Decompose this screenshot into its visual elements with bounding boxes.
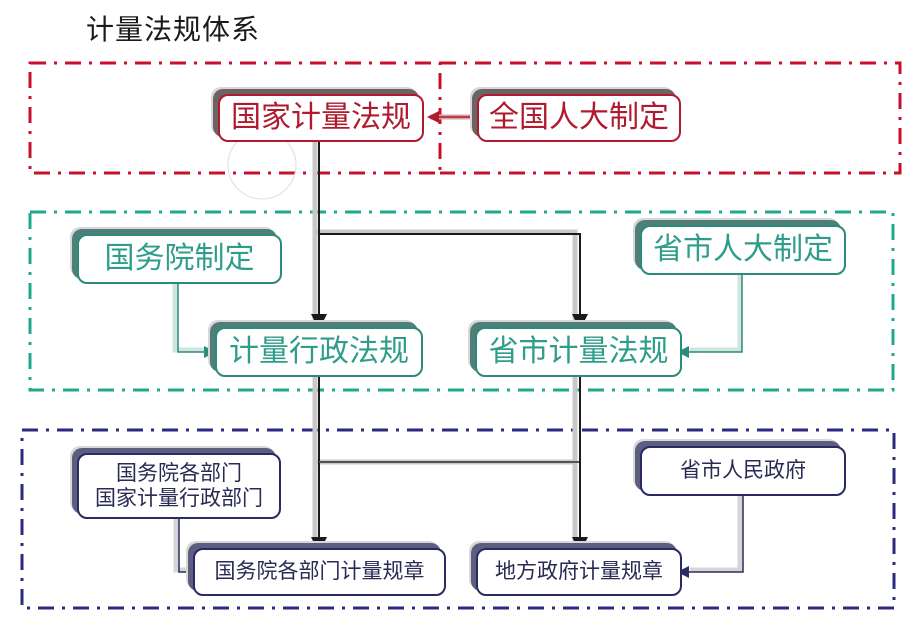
node-npc-maker: 全国人大制定 bbox=[477, 94, 681, 142]
node-national-law: 国家计量法规 bbox=[218, 94, 424, 142]
diagram-title: 计量法规体系 bbox=[86, 13, 261, 46]
node-provincial-npc-maker: 省市人大制定 bbox=[640, 225, 846, 275]
node-gov-rule-label: 地方政府计量规章 bbox=[495, 559, 663, 584]
tier-frame-administrative bbox=[28, 210, 895, 392]
node-local-law-label: 省市计量法规 bbox=[488, 334, 669, 369]
node-dept-maker-line1: 国务院各部门 bbox=[116, 460, 242, 485]
connector-dept-maker-to-rule bbox=[178, 516, 198, 578]
connector-dept-maker-shadow bbox=[173, 516, 188, 573]
node-gov-maker-label: 省市人民政府 bbox=[680, 458, 806, 483]
connector-state-council-shadow bbox=[172, 280, 208, 353]
node-national-law-label: 国家计量法规 bbox=[231, 100, 411, 135]
connector-gov-maker-to-rule bbox=[677, 494, 744, 578]
connector-state-council-to-admin bbox=[177, 280, 216, 358]
node-state-council-maker-label: 国务院制定 bbox=[104, 241, 255, 276]
node-npc-maker-label: 全国人大制定 bbox=[489, 100, 669, 135]
node-dept-rule-label: 国务院各部门计量规章 bbox=[214, 559, 425, 584]
node-admin-law: 计量行政法规 bbox=[215, 327, 423, 377]
connector-national-to-local bbox=[319, 233, 588, 330]
connector-provincial-npc-shadow bbox=[690, 272, 743, 353]
node-gov-maker: 省市人民政府 bbox=[640, 446, 846, 496]
node-dept-maker: 国务院各部门 国家计量行政部门 bbox=[77, 453, 281, 519]
node-admin-law-label: 计量行政法规 bbox=[229, 334, 409, 369]
connector-provincial-npc-to-local bbox=[677, 272, 743, 358]
node-state-council-maker: 国务院制定 bbox=[77, 234, 282, 284]
connector-gov-maker-shadow bbox=[690, 494, 743, 573]
node-dept-rule: 国务院各部门计量规章 bbox=[193, 548, 446, 596]
node-gov-rule: 地方政府计量规章 bbox=[476, 548, 682, 596]
tier-frame-national-right bbox=[440, 61, 902, 175]
node-dept-maker-line2: 国家计量行政部门 bbox=[95, 486, 263, 510]
tier-frame-rules bbox=[20, 428, 896, 610]
node-local-law: 省市计量法规 bbox=[475, 327, 682, 377]
node-provincial-npc-maker-label: 省市人大制定 bbox=[653, 232, 833, 267]
